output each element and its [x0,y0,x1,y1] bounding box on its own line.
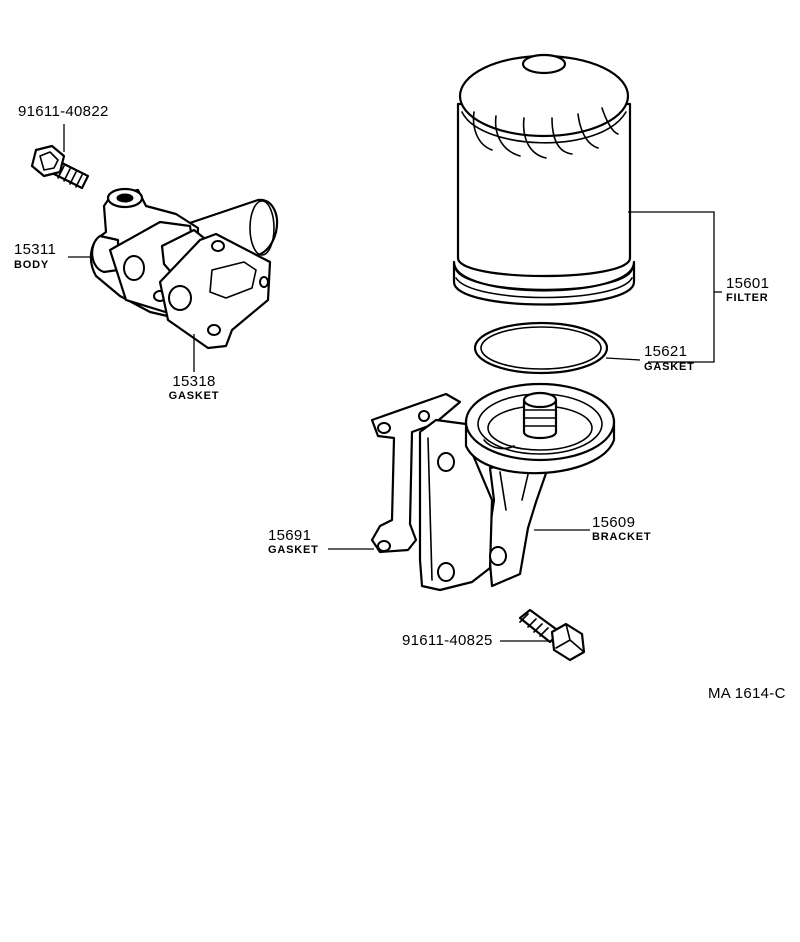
bolt-bottom-illustration[interactable] [518,608,586,662]
gasket-bracket-part-number: 15691 [268,527,312,544]
gasket-filter-part-number: 15621 [644,343,688,360]
body-part-number: 15311 [14,241,57,258]
gasket-body-part-name: GASKET [168,390,220,402]
filter-part-name: FILTER [726,292,769,304]
bolt-bottom-part-number: 91611-40825 [402,632,493,649]
gasket-body-part-number: 15318 [172,373,216,390]
filter-part-number: 15601 [726,275,770,292]
leader-lines [63,124,722,642]
bracket-part-number: 15609 [592,514,636,531]
filter-illustration[interactable] [452,53,636,306]
gasket-body-illustration[interactable] [158,232,272,350]
diagram-code: MA 1614-C [708,685,786,702]
body-part-name: BODY [14,259,49,271]
gasket-bracket-illustration[interactable] [370,392,462,554]
gasket-filter-part-name: GASKET [644,361,695,373]
bracket-part-name: BRACKET [592,531,652,543]
gasket-bracket-part-name: GASKET [268,544,319,556]
bolt-top-part-number: 91611-40822 [18,103,109,120]
gasket-filter-illustration[interactable] [473,321,609,375]
bracket-illustration[interactable] [418,382,616,592]
bolt-top-illustration[interactable] [30,144,90,190]
